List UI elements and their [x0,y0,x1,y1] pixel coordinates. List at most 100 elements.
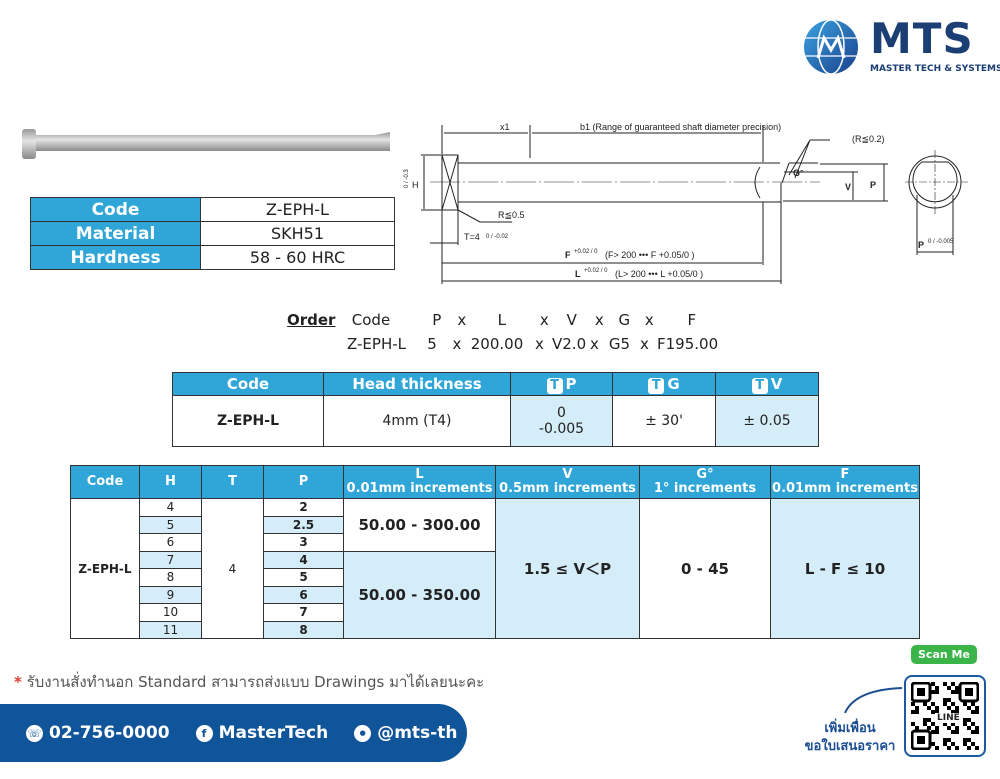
dim-p: P [870,180,876,190]
spec-value: Z-EPH-L [200,197,395,222]
cell-h: 9 [139,585,202,604]
dim-l-note: (L> 200 ••• L +0.05/0 ) [615,269,703,279]
spec-label: Code [30,197,201,222]
qr-caption: เพิ่มเพื่อนขอใบเสนอราคา [804,721,896,754]
order-token: x [452,335,462,353]
order-token: x [594,311,604,329]
order-token: P [432,311,442,329]
order-token: V [566,311,577,329]
col-code: Code [172,372,324,396]
dim-l: L [575,269,581,279]
t-badge-icon: T [751,377,768,394]
cell-code: Z-EPH-L [172,395,324,447]
cell-p: 5 [263,568,344,587]
order-token: L [497,311,506,329]
cell-p: 3 [263,533,344,552]
scan-me-badge: Scan Me [911,645,977,664]
dim-f-note: (F> 200 ••• F +0.05/0 ) [605,250,695,260]
range-col-header: G°1° increments [639,465,771,499]
order-token: F195.00 [657,335,719,353]
facebook-icon: f [195,724,213,742]
cell-h: 7 [139,550,202,569]
cell-p: 2.5 [263,515,344,534]
asterisk: * [14,673,22,691]
order-token: F [687,311,697,329]
t-badge-icon: T [648,377,665,394]
phone-contact[interactable]: ☏02-756-0000 [26,723,170,743]
order-token: x [457,311,467,329]
order-token: x [644,311,654,329]
cell-code: Z-EPH-L [70,498,140,639]
cell-f: L - F ≤ 10 [770,498,920,639]
brand-name: MTS [870,14,974,63]
range-col-header: Code [70,465,140,499]
brand-tagline: MASTER TECH & SYSTEMS [870,64,1000,74]
cell-h: 10 [139,603,202,622]
cell-p: 6 [263,585,344,604]
globe-logo-icon [804,19,858,75]
range-col-header: P [263,465,344,499]
dim-f: F [565,250,571,260]
custom-order-note: * รับงานสั่งทำนอก Standard สามารถส่งแบบ … [14,670,484,694]
dim-p-end-tol: 0 / -0.005 [928,239,954,245]
spec-value: 58 - 60 HRC [200,245,395,270]
line-qr-code[interactable]: LINE [904,675,986,757]
spec-value: SKH51 [200,221,395,246]
dim-h-tol: 0 / -0.3 [404,169,410,188]
cell-v: 1.5 ≤ V＜P [495,498,640,639]
order-token: G [618,311,631,329]
order-token: x [640,335,649,353]
order-token: x [590,335,599,353]
dim-t: T=4 [464,232,480,242]
phone-icon: ☏ [26,724,43,742]
cell-p: 8 [263,620,344,639]
dim-g: G° [793,168,804,178]
cell-h: 5 [139,515,202,534]
order-token: 200.00 [470,335,524,353]
dim-h: H [412,180,419,190]
line-icon: ● [354,724,372,742]
spec-label: Hardness [30,245,201,270]
spec-label: Material [30,221,201,246]
cell-l-range: 50.00 - 350.00 [343,550,496,639]
cell-head: 4mm (T4) [323,395,511,447]
cell-h: 6 [139,533,202,552]
tolerance-row: Z-EPH-L 4mm (T4) 0-0.005 ± 30' ± 0.05 [172,395,819,447]
technical-drawing: x1 b1 (Range of guaranteed shaft diamete… [404,122,968,284]
dim-l-tol: +0.02 / 0 [584,268,608,274]
cell-p: 4 [263,550,344,569]
order-token: G5 [608,335,631,353]
brand-logo: MTS MASTER TECH & SYSTEMS [800,14,1000,76]
col-head-thickness: Head thickness [323,372,511,396]
order-token: Z-EPH-L [347,335,406,353]
order-token: Code [351,311,391,329]
dim-b1: b1 (Range of guaranteed shaft diameter p… [580,122,781,132]
cell-l-range: 50.00 - 300.00 [343,498,496,552]
order-token: x [535,335,544,353]
range-col-header: T [201,465,264,499]
dim-r05: R≦0.5 [498,210,525,220]
line-contact[interactable]: ●@mts-th [354,723,457,743]
cell-tol-g: ± 30' [612,395,716,447]
order-label: Order [287,311,336,329]
arrow-curve-icon [844,687,903,714]
cell-h: 4 [139,498,202,517]
cell-tol-p: 0-0.005 [510,395,613,447]
t-badge-icon: T [546,377,563,394]
range-col-header: H [139,465,202,499]
dim-v: V [845,182,851,192]
